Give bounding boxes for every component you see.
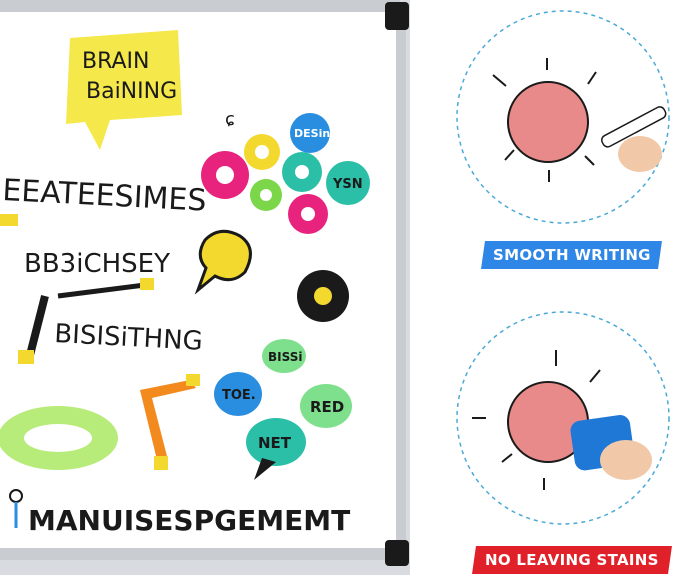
green-cloud: [0, 406, 118, 470]
bubble-label-1: BISSi: [268, 350, 302, 364]
gear-cluster: DESin YSN: [201, 113, 370, 322]
speech-bubbles: BISSi TOE. RED NET: [194, 229, 352, 480]
scribble-text-2: BB3iCHSEY: [24, 249, 170, 279]
feature-badge-smooth-writing: SMOOTH WRITING: [481, 241, 662, 269]
sticky-note: BRAIN BaiNING: [66, 30, 182, 150]
gear-label-2: YSN: [332, 177, 363, 192]
feature-badge-label: NO LEAVING STAINS: [485, 551, 659, 569]
whiteboard: [0, 0, 410, 575]
feature-badge-label: SMOOTH WRITING: [492, 246, 651, 264]
small-mark: ɕ: [225, 109, 235, 130]
sticky-note-line1: BRAIN: [82, 49, 149, 74]
bubble-label-3: RED: [310, 398, 344, 416]
gear-label-1: DESin: [294, 127, 330, 140]
smooth-writing-illustration: [456, 10, 670, 224]
no-stains-illustration: [456, 311, 670, 525]
feature-badge-no-stains: NO LEAVING STAINS: [472, 546, 672, 574]
marker-pens: [0, 214, 200, 470]
bottom-word: MANUISESPGEMEMT: [28, 504, 350, 537]
bubble-label-4: NET: [258, 434, 292, 452]
bubble-label-2: TOE.: [222, 388, 256, 403]
corner-cap-top: [385, 2, 409, 30]
sticky-note-line2: BaiNING: [86, 79, 177, 104]
corner-cap-bottom: [385, 540, 409, 566]
